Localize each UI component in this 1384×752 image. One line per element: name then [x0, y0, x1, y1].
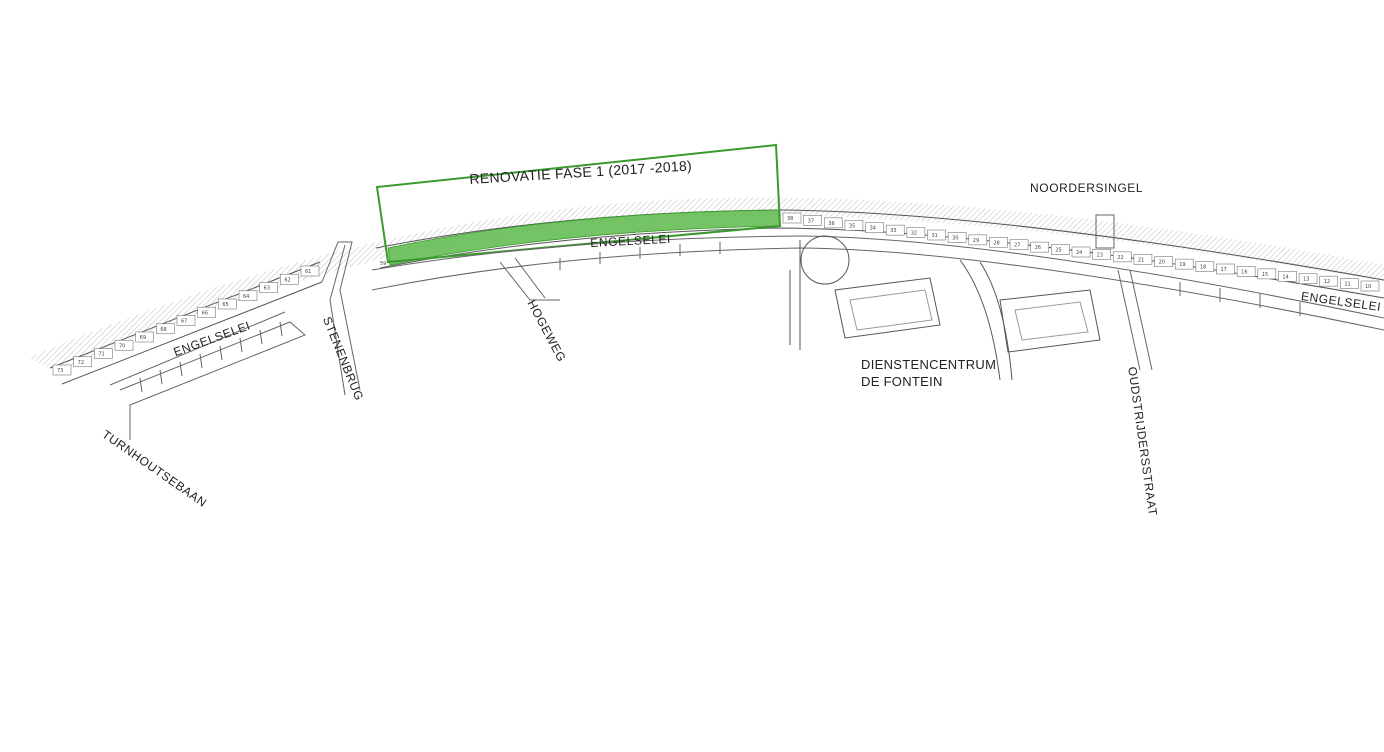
house-number: 20 [1159, 260, 1165, 266]
house-plot [1216, 263, 1235, 275]
house-number: 34 [870, 226, 876, 232]
house-plot [197, 306, 216, 318]
house-number: 31 [932, 233, 938, 239]
house-number: 37 [808, 218, 814, 224]
house-plot [1340, 278, 1359, 289]
house-number: 38 [787, 216, 793, 222]
house-number: 66 [202, 310, 208, 316]
house-plot [1360, 280, 1380, 292]
place-label-dienstencentrum: DIENSTENCENTRUM [861, 357, 997, 372]
house-number: 13 [1303, 277, 1309, 283]
house-plot [52, 364, 72, 376]
house-number: 24 [1076, 250, 1082, 256]
house-number: 65 [222, 302, 228, 308]
house-plot [1051, 244, 1070, 255]
house-number: 19 [1179, 262, 1185, 268]
place-label-de-fontein: DE FONTEIN [861, 374, 943, 389]
house-number: 32 [911, 231, 917, 237]
house-plot [1319, 275, 1339, 287]
house-plot [218, 298, 237, 310]
house-plot [1236, 266, 1256, 277]
parking-marks [139, 242, 1301, 393]
house-plot [989, 236, 1008, 248]
house-plot [865, 222, 884, 234]
house-number: 64 [243, 294, 249, 300]
building-row-center [375, 209, 1384, 299]
dienstencentrum-buildings [789, 235, 1101, 381]
house-plot [176, 315, 196, 326]
house-number: 21 [1138, 257, 1144, 263]
house-plot [1257, 268, 1277, 280]
house-number: 68 [160, 327, 166, 333]
house-number: 10 [1365, 284, 1371, 290]
house-number: 15 [1262, 272, 1268, 278]
house-plot [1298, 273, 1318, 285]
house-number: 73 [57, 368, 63, 374]
house-number: 63 [264, 286, 270, 292]
house-number: 69 [140, 335, 146, 341]
house-number: 30 [952, 235, 958, 241]
house-plot [259, 282, 278, 293]
house-number: 67 [181, 319, 187, 325]
house-number: 33 [890, 228, 896, 234]
house-plot [156, 323, 175, 335]
house-plot [1278, 270, 1297, 282]
house-plot [1174, 258, 1194, 270]
house-number: 26 [1035, 245, 1041, 251]
house-number-59: 59 [380, 261, 386, 267]
house-plot [280, 273, 299, 285]
house-plot [947, 232, 967, 243]
house-plot [1009, 239, 1029, 251]
house-plot [968, 234, 988, 246]
house-plot [300, 265, 320, 277]
house-numbers-right: 38 37 36 35 34 33 32 31 30 29 28 27 26 25 24 23 22 21 20 19… [782, 212, 1380, 292]
house-number: 70 [119, 343, 125, 349]
house-number: 23 [1097, 252, 1103, 258]
house-number: 25 [1055, 248, 1061, 254]
house-number: 27 [1014, 243, 1020, 249]
house-plot [1030, 241, 1050, 253]
house-plot [782, 212, 802, 224]
house-number: 29 [973, 238, 979, 244]
house-number: 22 [1117, 255, 1123, 261]
house-plot [885, 224, 905, 236]
house-number: 17 [1221, 267, 1227, 273]
house-plot [94, 348, 113, 359]
house-number: 61 [305, 269, 311, 275]
house-number: 12 [1324, 279, 1330, 285]
house-number: 72 [78, 360, 84, 366]
roads [109, 214, 1384, 440]
house-plot [114, 339, 134, 351]
house-number: 14 [1282, 274, 1288, 280]
house-plot [1154, 256, 1173, 268]
house-plot [1112, 251, 1132, 263]
house-plot [1195, 261, 1215, 272]
house-numbers-left: 73 72 71 70 69 68 67 66 65 64 63 62 61 [52, 265, 320, 376]
house-plot [238, 290, 258, 302]
house-plot [927, 229, 946, 241]
house-plot [1133, 253, 1153, 265]
house-plot [803, 215, 822, 226]
house-plot [844, 219, 864, 231]
phase-boundary [375, 143, 782, 264]
house-plot [73, 356, 92, 368]
house-number: 28 [993, 240, 999, 246]
house-plot [1071, 246, 1091, 258]
house-number: 18 [1200, 265, 1206, 271]
house-number: 71 [98, 352, 104, 358]
house-number: 62 [284, 277, 290, 283]
house-number: 16 [1241, 269, 1247, 275]
house-plot [823, 217, 843, 229]
street-label-noordersingel: NOORDERSINGEL [1030, 181, 1144, 195]
house-number: 35 [849, 223, 855, 229]
house-number: 11 [1344, 282, 1350, 288]
house-plot [135, 331, 154, 343]
house-number: 36 [828, 221, 834, 227]
house-plot [906, 227, 926, 238]
house-plot [1092, 249, 1111, 260]
